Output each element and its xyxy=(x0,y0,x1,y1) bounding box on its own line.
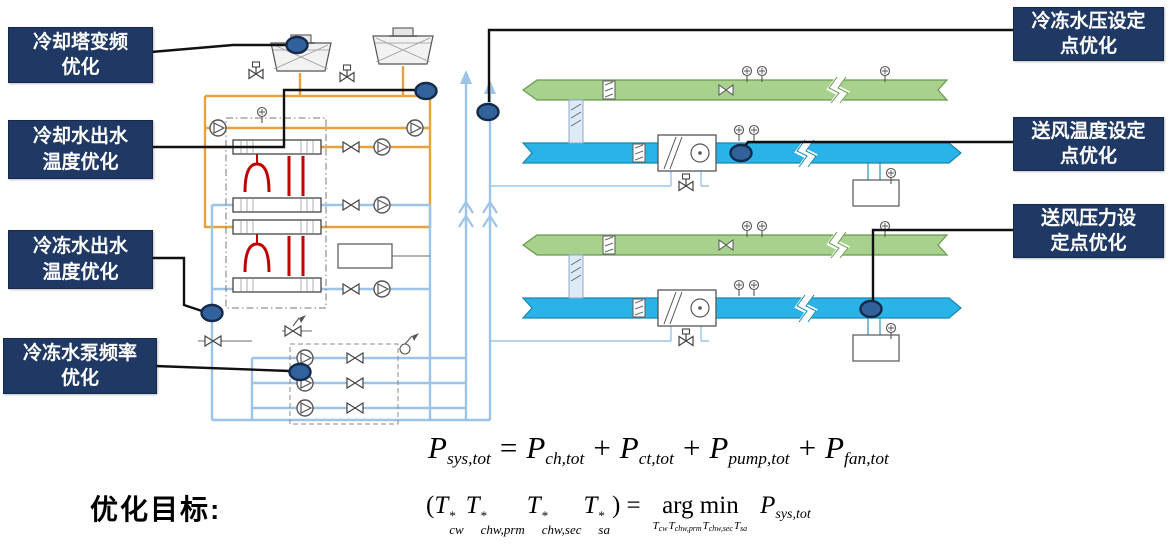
chiller-plant-boundary xyxy=(225,117,327,309)
formula-subscript: sa xyxy=(598,521,610,537)
formula-superscript: * xyxy=(541,508,549,524)
flow-meter-icon xyxy=(292,315,419,355)
formula-subscript: sa xyxy=(740,523,748,533)
label-chilled-water-pressure-setpoint-optimization: 冷冻水压设定 点优化 xyxy=(1013,7,1164,61)
formula-paren: ) = xyxy=(611,492,641,519)
formula-superscript: * xyxy=(449,508,456,524)
formula-subscript: chw,prm xyxy=(674,523,702,533)
marker-supply-air-pressure xyxy=(859,299,883,319)
argmin-text: arg min xyxy=(662,492,739,519)
label-text: 点优化 xyxy=(1059,146,1117,167)
marker-condenser-water-outlet xyxy=(414,81,438,101)
formula-subscript: cw xyxy=(449,521,464,537)
label-text: 冷却塔变频 xyxy=(32,31,128,53)
formula-superscript: * xyxy=(598,508,605,524)
label-text: 送风温度设定 xyxy=(1031,120,1146,142)
ahu-loop-top xyxy=(490,67,961,207)
tower-valve-icon xyxy=(339,64,355,83)
label-text: 冷冻水出水 xyxy=(32,236,128,258)
formula-operator: + xyxy=(593,430,611,465)
formula-term: T xyxy=(465,492,480,519)
formula-subscript: sys,tot xyxy=(775,506,811,522)
formula-total-power: Psys,tot=Pch,tot+Pct,tot+Ppump,tot+Pfan,… xyxy=(428,430,889,469)
formula-operator: + xyxy=(682,430,701,465)
formula-operator: + xyxy=(798,430,817,465)
optimization-objective-label: 优化目标: xyxy=(90,494,222,525)
label-text: 温度优化 xyxy=(42,261,119,283)
formula-term: T xyxy=(668,520,675,532)
formula-supsub: *cw xyxy=(449,509,463,536)
formula-supsub: *chw,prm xyxy=(481,509,525,536)
condenser-water-pipes xyxy=(203,66,432,229)
formula-subscript: cw xyxy=(658,523,668,533)
formula-term: P xyxy=(760,492,776,519)
cooling-tower-2 xyxy=(372,27,434,65)
formula-term: T xyxy=(583,492,598,519)
formula-operator: = xyxy=(499,430,518,465)
label-text: 冷冻水泵频率 xyxy=(22,342,137,364)
argmin-subscript: TcwTchw,prmTchw,secTsa xyxy=(653,521,748,533)
formula-subscript: chw,sec xyxy=(541,521,582,537)
label-supply-air-temp-setpoint-optimization: 送风温度设定 点优化 xyxy=(1013,117,1164,171)
label-text: 优化 xyxy=(61,57,100,78)
formula-term: P xyxy=(526,430,546,465)
label-cooling-tower-vfd-optimization: 冷却塔变频 优化 xyxy=(8,27,153,83)
formula-term: P xyxy=(709,430,729,465)
formula-term: T xyxy=(526,492,541,519)
label-text: 定点优化 xyxy=(1050,233,1127,254)
formula-paren: ( xyxy=(426,492,435,519)
secondary-pump-group-boundary xyxy=(289,343,399,425)
riser-flow-chevrons xyxy=(458,199,498,228)
formula-superscript: * xyxy=(480,508,488,524)
chiller-1 xyxy=(231,138,323,214)
formula-supsub: *chw,sec xyxy=(542,509,582,536)
label-chilled-water-pump-frequency-optimization: 冷冻水泵频率 优化 xyxy=(3,338,157,394)
formula-supsub: *sa xyxy=(598,509,610,536)
label-text: 温度优化 xyxy=(42,151,119,173)
formula-term: T xyxy=(652,520,659,532)
label-text: 送风压力设 xyxy=(1040,207,1136,229)
marker-chilled-water-pump xyxy=(288,362,312,382)
formula-subscript: sys,tot xyxy=(446,449,491,469)
marker-cooling-tower-vfd xyxy=(285,35,309,55)
formula-subscript: chw,sec xyxy=(708,523,733,533)
formula-term: P xyxy=(825,430,845,465)
ahu-loop-bottom xyxy=(490,222,961,362)
label-text: 优化 xyxy=(60,368,99,389)
formula-subscript: fan,tot xyxy=(844,449,889,469)
formula-term: T xyxy=(733,520,741,532)
sensor-icon xyxy=(256,106,268,124)
marker-chilled-water-outlet xyxy=(200,303,224,323)
formula-subscript: ct,tot xyxy=(638,449,674,469)
formula-term: T xyxy=(434,492,449,519)
label-text: 冷冻水压设定 xyxy=(1031,10,1146,32)
formula-subscript: chw,prm xyxy=(480,521,525,537)
chiller-2 xyxy=(231,218,323,294)
label-text: 冷却水出水 xyxy=(32,126,128,148)
tower-valve-icon xyxy=(248,61,264,80)
label-chilled-water-outlet-temp-optimization: 冷冻水出水 温度优化 xyxy=(8,230,153,289)
marker-chilled-water-pressure xyxy=(476,102,500,122)
misc-pipes xyxy=(198,255,430,342)
label-text: 点优化 xyxy=(1059,36,1117,57)
formula-subscript: ch,tot xyxy=(545,449,585,469)
decoupler-tank xyxy=(337,243,393,269)
formula-term: P xyxy=(428,430,447,465)
label-supply-air-pressure-setpoint-optimization: 送风压力设 定点优化 xyxy=(1013,204,1164,258)
marker-supply-air-temp xyxy=(729,143,753,163)
formula-term: T xyxy=(702,520,709,532)
formula-term: P xyxy=(619,430,639,465)
formula-subscript: pump,tot xyxy=(728,449,790,469)
label-condenser-water-outlet-temp-optimization: 冷却水出水 温度优化 xyxy=(8,120,153,179)
